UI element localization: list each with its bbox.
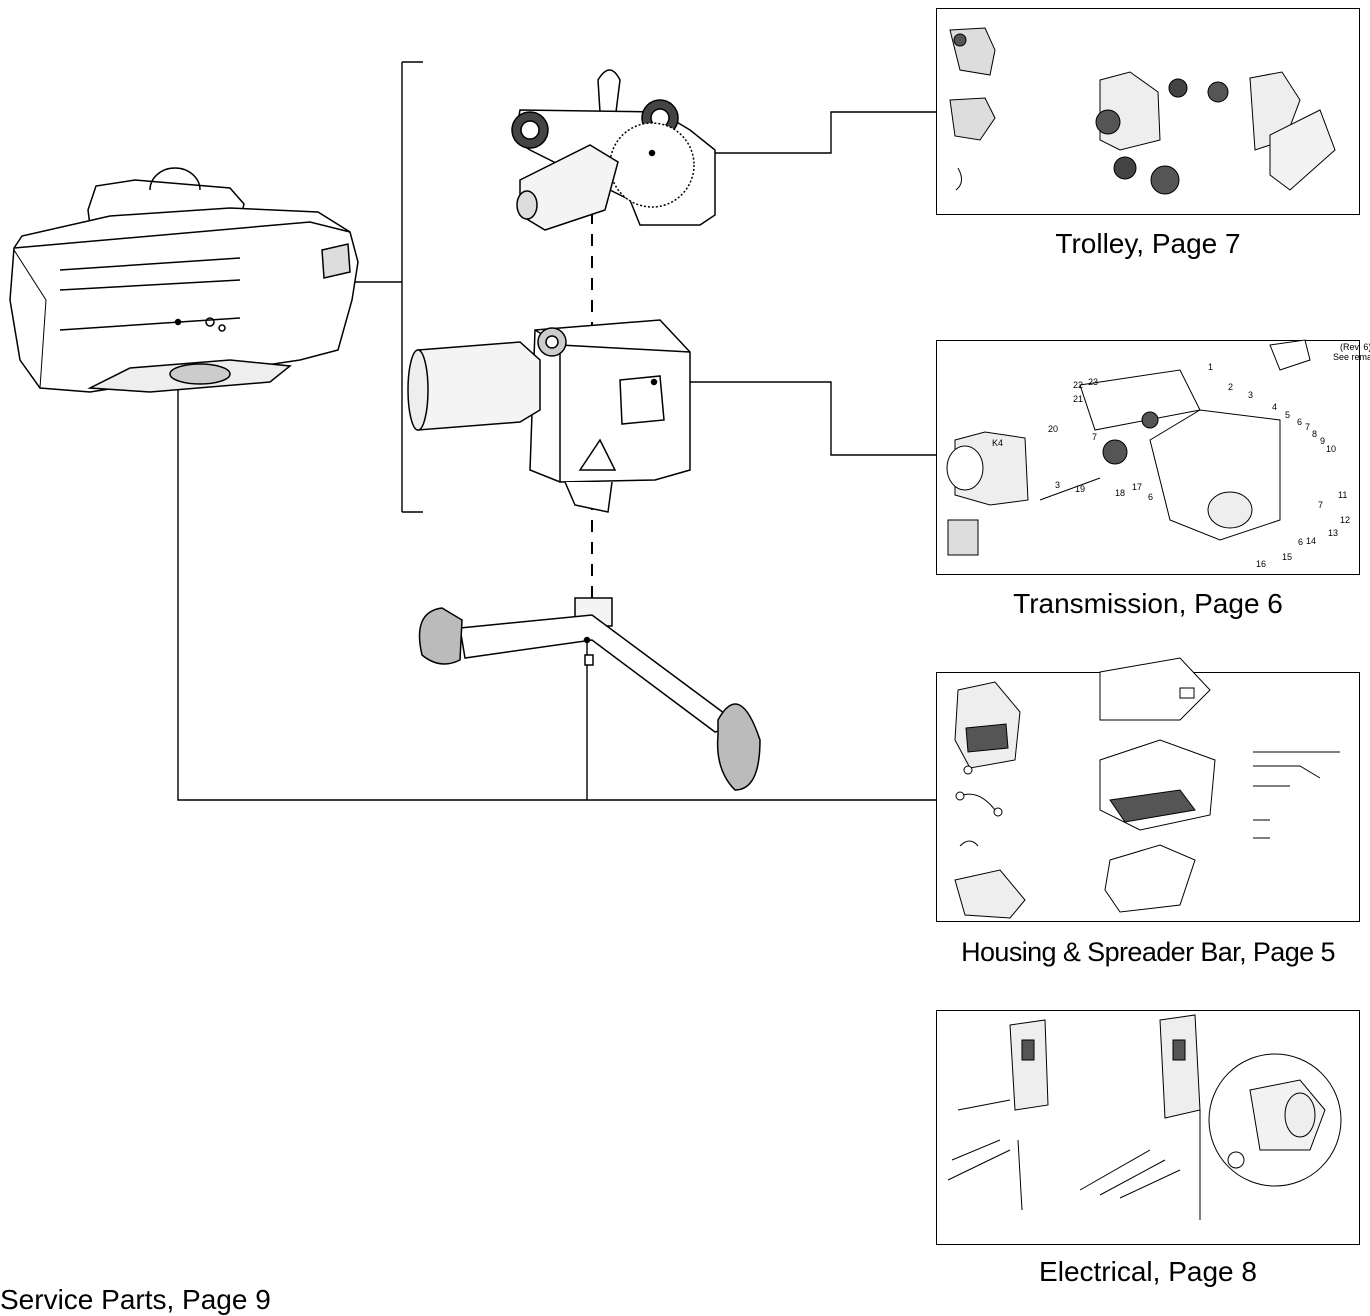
electrical-panel[interactable]: [936, 1010, 1360, 1245]
housing-caption: Housing & Spreader Bar, Page 5: [961, 937, 1335, 967]
spreader-bar-drawing: [418, 597, 761, 791]
connector-lines: [177, 61, 936, 801]
garage-door-opener-unit: [9, 167, 359, 393]
housing-panel[interactable]: [936, 672, 1360, 922]
transmission-assembly-drawing: [407, 319, 691, 513]
trolley-assembly-drawing: [511, 69, 716, 231]
trolley-panel[interactable]: [936, 8, 1360, 215]
trolley-caption: Trolley, Page 7: [1055, 228, 1241, 259]
electrical-caption: Electrical, Page 8: [1039, 1256, 1257, 1287]
transmission-caption: Transmission, Page 6: [1013, 588, 1283, 619]
service-parts-caption: Service Parts, Page 9: [0, 1284, 271, 1315]
transmission-panel[interactable]: [936, 340, 1360, 575]
